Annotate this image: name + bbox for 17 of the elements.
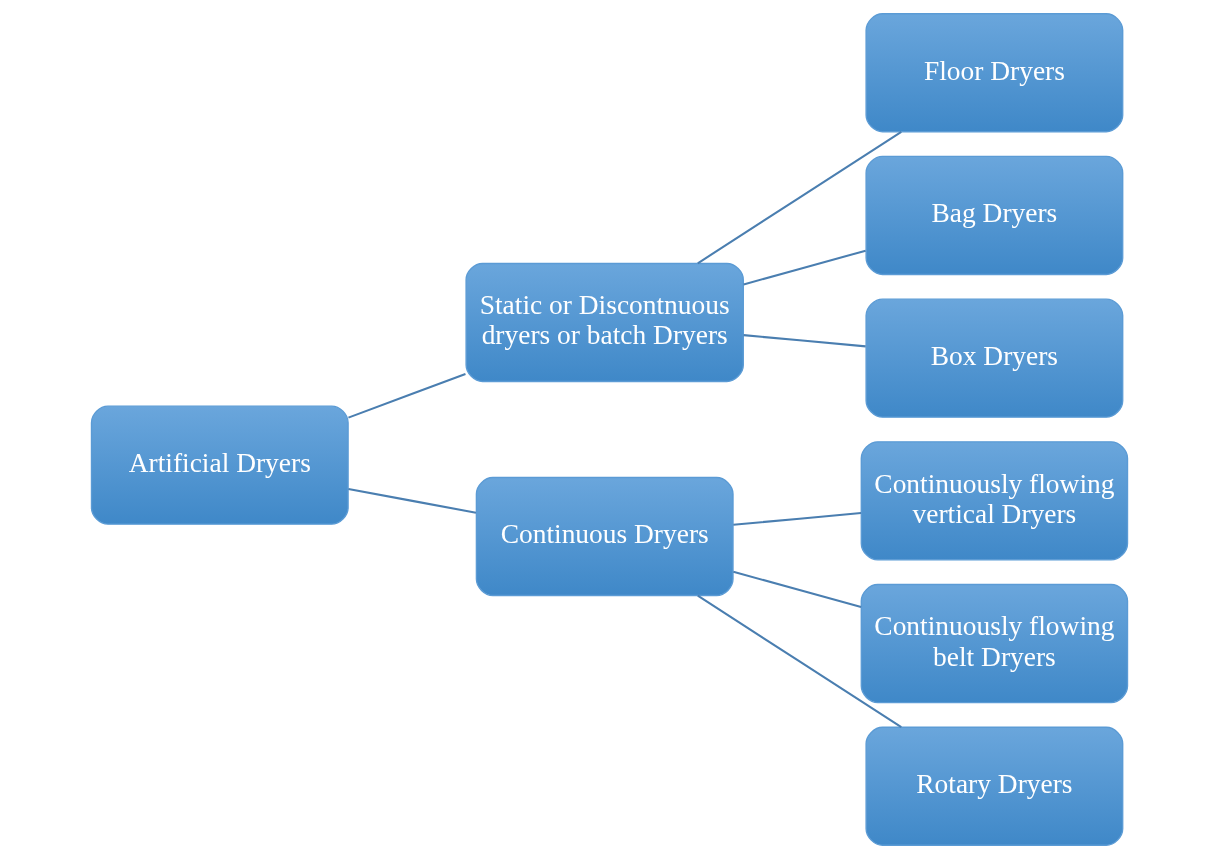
node-box: Rotary Dryers bbox=[864, 726, 1123, 846]
node-box: Continuous Dryers bbox=[475, 476, 734, 597]
node-box: Artificial Dryers bbox=[90, 405, 349, 525]
node-box: Bag Dryers bbox=[864, 155, 1123, 276]
node-box: Continuously flowing vertical Dryers bbox=[860, 441, 1128, 561]
connector bbox=[732, 512, 861, 526]
connector bbox=[696, 594, 902, 728]
node-box: Box Dryers bbox=[864, 298, 1123, 418]
connector bbox=[347, 487, 476, 514]
connector bbox=[696, 131, 902, 265]
node-box: Floor Dryers bbox=[864, 13, 1123, 133]
connector bbox=[743, 334, 866, 348]
connector bbox=[347, 373, 466, 419]
connector bbox=[742, 249, 866, 286]
connector bbox=[732, 570, 861, 609]
node-box: Static or Discontnuous dryers or batch Dryers bbox=[464, 262, 744, 383]
node-box: Continuously flowing belt Dryers bbox=[860, 583, 1128, 704]
